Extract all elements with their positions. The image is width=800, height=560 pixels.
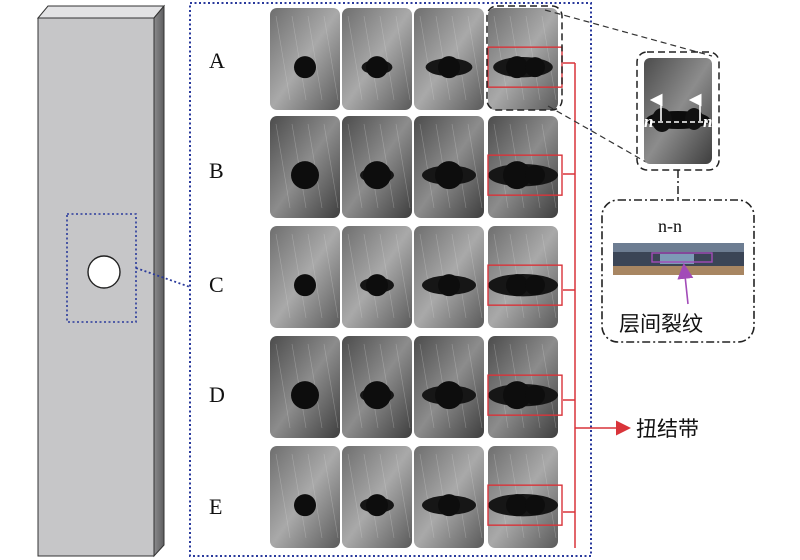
specimen-photo	[487, 8, 563, 110]
specimen-photo	[270, 8, 340, 110]
row-label-c: C	[209, 272, 224, 297]
specimen-photo	[414, 336, 484, 438]
inset-zoom-line-top	[544, 9, 713, 57]
a4-highlight	[486, 5, 563, 111]
row-label-a: A	[209, 48, 225, 73]
crack-region	[651, 252, 713, 263]
section-arrow-right: n	[703, 112, 712, 131]
specimen-photo	[270, 226, 340, 328]
specimen-photo	[487, 336, 563, 438]
row-label-d: D	[209, 382, 225, 407]
specimen-photo	[342, 226, 412, 328]
specimen-photo	[342, 8, 412, 110]
specimen-photo	[487, 116, 563, 218]
row-label-e: E	[209, 494, 222, 519]
interlaminar-crack-label: 层间裂纹	[619, 312, 703, 336]
kink-band-box	[487, 154, 563, 196]
specimen-photo	[270, 446, 340, 548]
specimen-bar	[36, 4, 166, 558]
inset-zoom: n n	[636, 51, 720, 171]
kink-band-box	[487, 264, 563, 306]
specimen-photo	[414, 446, 484, 548]
kink-band-box	[487, 374, 563, 416]
inset-zoom-line-bottom	[547, 105, 647, 163]
section-title: n-n	[658, 216, 682, 236]
specimen-hole	[87, 255, 121, 289]
crack-arrow	[677, 262, 694, 305]
row-label-b: B	[209, 158, 224, 183]
zoom-connector	[135, 267, 191, 288]
specimen-photo	[342, 446, 412, 548]
photo-grid	[270, 8, 563, 548]
section-box: n-n 层间裂纹	[601, 199, 755, 343]
specimen-photo	[342, 336, 412, 438]
specimen-photo	[414, 226, 484, 328]
kink-band-label: 扭结带	[636, 417, 699, 441]
specimen-photo	[414, 8, 484, 110]
section-arrow-left: n	[644, 112, 653, 131]
kink-band-bracket	[563, 62, 576, 548]
specimen-photo	[270, 336, 340, 438]
specimen-photo	[487, 226, 563, 328]
specimen-photo	[414, 116, 484, 218]
specimen-photo	[342, 116, 412, 218]
specimen-photo	[487, 446, 563, 548]
kink-band-box	[487, 484, 563, 526]
specimen-photo	[270, 116, 340, 218]
